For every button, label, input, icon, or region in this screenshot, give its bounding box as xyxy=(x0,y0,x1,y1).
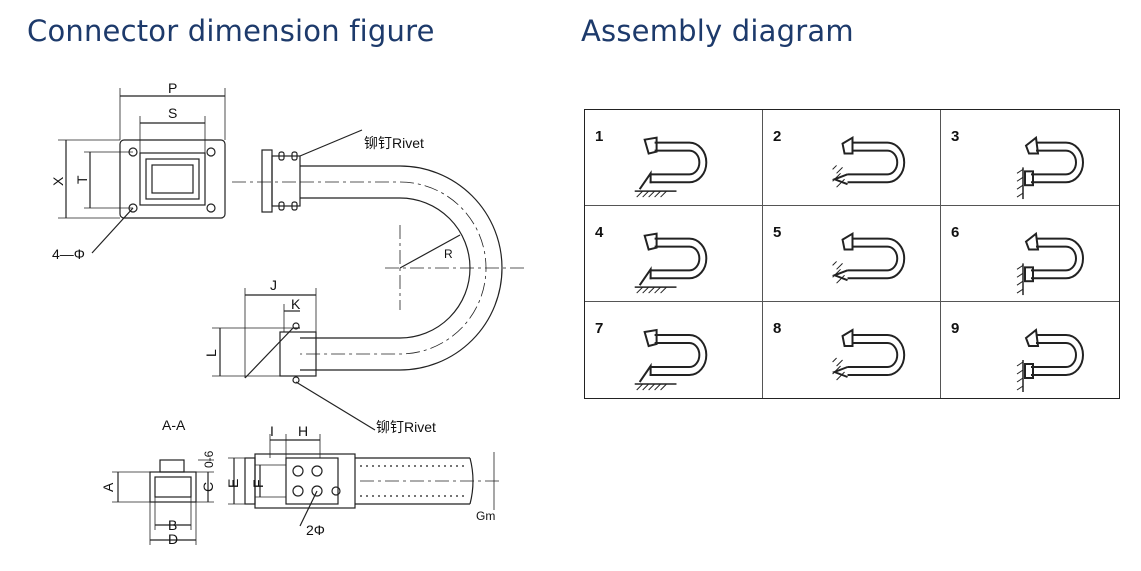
assembly-cell: 3 xyxy=(941,110,1119,206)
assembly-diagram-grid: 1 2 3 4 5 6 7 8 9 xyxy=(584,109,1120,399)
label-zero-six: 0-6 xyxy=(202,450,216,468)
label-section: A-A xyxy=(162,417,186,433)
label-l: L xyxy=(203,349,219,357)
assembly-cell-number: 2 xyxy=(773,128,782,145)
assembly-cell-number: 8 xyxy=(773,320,782,337)
label-two-phi: 2Φ xyxy=(306,522,325,538)
assembly-cell: 1 xyxy=(585,110,763,206)
u-bracket-assembly-illustration xyxy=(634,232,708,294)
label-gm: Gm xyxy=(476,509,495,523)
assembly-cell-number: 9 xyxy=(951,320,960,337)
u-tube-side-view xyxy=(232,149,525,384)
label-t: T xyxy=(74,175,90,184)
label-rivet-top: 铆钉Rivet xyxy=(364,135,424,151)
connector-dimension-figure: P S X T 4—Φ 铆钉Rivet R J K L 铆钉Rivet A-A … xyxy=(50,80,525,547)
label-s: S xyxy=(168,105,177,121)
assembly-cell: 9 xyxy=(941,302,1119,398)
flange-plate xyxy=(119,139,226,219)
u-bracket-assembly-illustration xyxy=(634,136,708,198)
end-fitting-top-view xyxy=(228,434,500,527)
u-bracket-assembly-illustration xyxy=(1016,328,1084,392)
u-bracket-assembly-illustration xyxy=(634,328,708,391)
label-d: D xyxy=(168,531,178,547)
label-b: B xyxy=(168,517,177,533)
label-k: K xyxy=(291,296,301,312)
assembly-cell: 6 xyxy=(941,206,1119,302)
u-bracket-assembly-illustration xyxy=(831,328,906,381)
u-bracket-assembly-illustration xyxy=(1016,231,1084,296)
label-h: H xyxy=(298,423,308,439)
label-j: J xyxy=(270,277,277,293)
label-holes: 4—Φ xyxy=(52,246,85,262)
assembly-cell: 2 xyxy=(763,110,941,206)
label-a: A xyxy=(100,482,116,492)
label-x: X xyxy=(50,176,66,186)
label-c: C xyxy=(200,482,216,492)
label-r: R xyxy=(444,247,453,261)
assembly-diagram-heading: Assembly diagram xyxy=(581,14,854,48)
assembly-cell-number: 5 xyxy=(773,224,782,241)
assembly-cell: 5 xyxy=(763,206,941,302)
assembly-cell-number: 6 xyxy=(951,224,960,241)
label-p: P xyxy=(168,80,177,96)
label-e: E xyxy=(225,479,241,488)
u-bracket-assembly-illustration xyxy=(831,231,906,284)
assembly-cell: 8 xyxy=(763,302,941,398)
assembly-cell-number: 3 xyxy=(951,128,960,145)
connector-dimension-heading: Connector dimension figure xyxy=(27,14,435,48)
assembly-cell: 4 xyxy=(585,206,763,302)
u-bracket-assembly-illustration xyxy=(1016,135,1084,200)
assembly-cell: 7 xyxy=(585,302,763,398)
label-i: I xyxy=(270,423,274,439)
assembly-cell-number: 1 xyxy=(595,128,604,145)
label-f: F xyxy=(250,479,266,488)
section-a-a xyxy=(112,459,214,545)
assembly-cell-number: 4 xyxy=(595,224,604,241)
assembly-cell-number: 7 xyxy=(595,320,604,337)
label-rivet-bottom: 铆钉Rivet xyxy=(376,419,436,435)
u-bracket-assembly-illustration xyxy=(831,135,906,188)
